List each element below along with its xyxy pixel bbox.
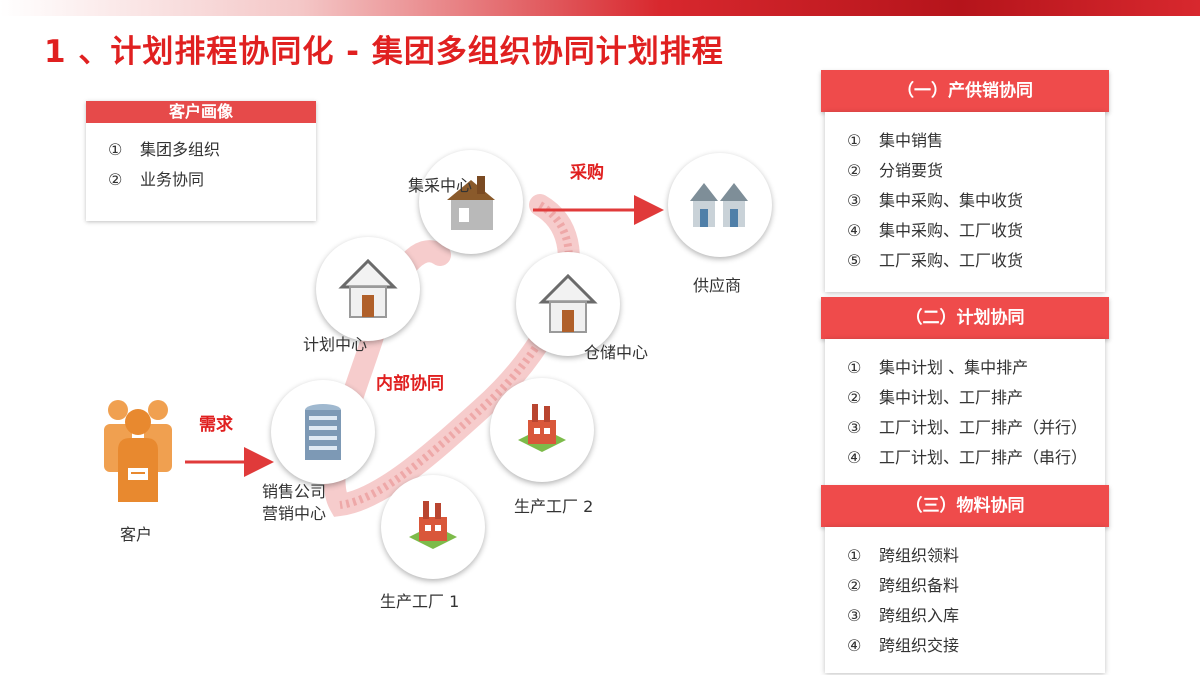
purchase-center-node (419, 150, 523, 254)
factory-icon (409, 501, 457, 549)
sales-company-label-line1: 销售公司 (262, 482, 327, 501)
persona-header: 客户画像 (86, 101, 316, 123)
page-title: 1 、计划排程协同化 - 集团多组织协同计划排程 (44, 34, 724, 70)
warehouse-center-node (516, 252, 620, 356)
supplier-node (668, 153, 772, 257)
house-icon (538, 273, 598, 333)
purchase-center-label: 集采中心 (408, 176, 473, 195)
panel-header: （一）产供销协同 (821, 70, 1109, 112)
office-building-icon (305, 404, 341, 460)
customer-label: 客户 (120, 525, 153, 544)
internal-loop-arrow-inner (339, 201, 573, 509)
panel-header: （三）物料协同 (821, 485, 1109, 527)
factory2-label: 生产工厂 2 (514, 497, 594, 516)
top-decoration-band (0, 0, 1200, 16)
plan-center-label: 计划中心 (303, 335, 368, 354)
internal-collab-label: 内部协同 (376, 374, 444, 394)
houses-icon (690, 183, 748, 227)
panel-header: （二）计划协同 (821, 297, 1109, 339)
procurement-label: 采购 (570, 163, 604, 183)
supplier-label: 供应商 (693, 276, 742, 295)
people-icon (104, 400, 172, 502)
factory1-label: 生产工厂 1 (380, 592, 460, 611)
factory-icon (518, 404, 566, 452)
plan-center-node (316, 237, 420, 341)
demand-label: 需求 (199, 415, 233, 435)
factory2-node (490, 378, 594, 482)
sales-company-node (271, 380, 375, 484)
house-icon (338, 258, 398, 318)
factory-icon (447, 176, 495, 230)
factory1-node (381, 475, 485, 579)
warehouse-center-label: 仓储中心 (584, 343, 649, 362)
sales-company-label-line2: 营销中心 (262, 504, 327, 523)
